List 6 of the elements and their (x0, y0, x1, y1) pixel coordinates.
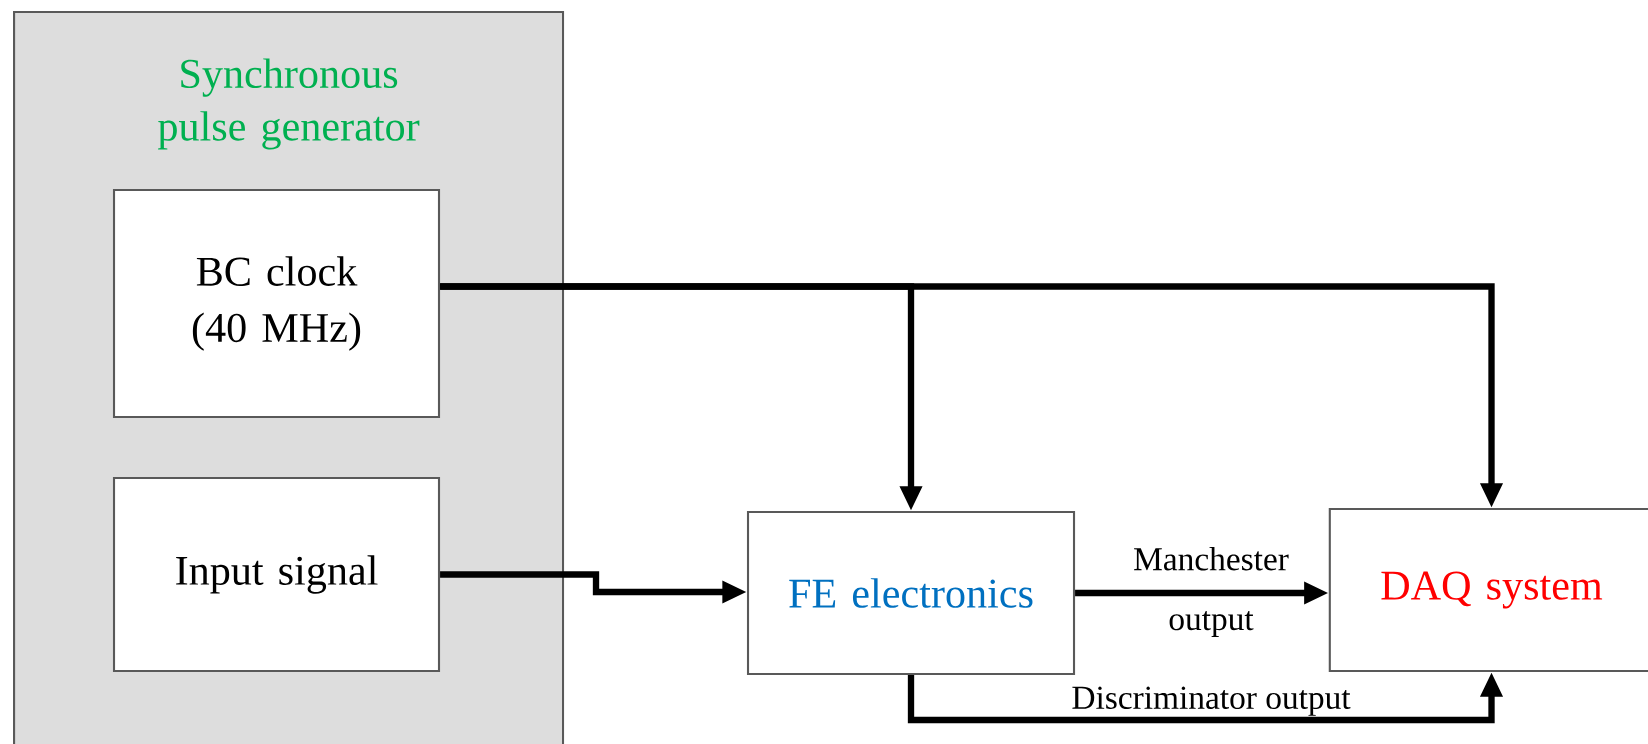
block-box: FE electronics (746, 510, 1076, 676)
block-box: BC clock (40 MHz) (112, 188, 441, 419)
block-box: Input signal (112, 476, 441, 673)
block-box: DAQ system (1328, 507, 1648, 673)
edge-label: Discriminator output (1072, 686, 1351, 716)
edge-label: Manchester output (1134, 547, 1289, 637)
